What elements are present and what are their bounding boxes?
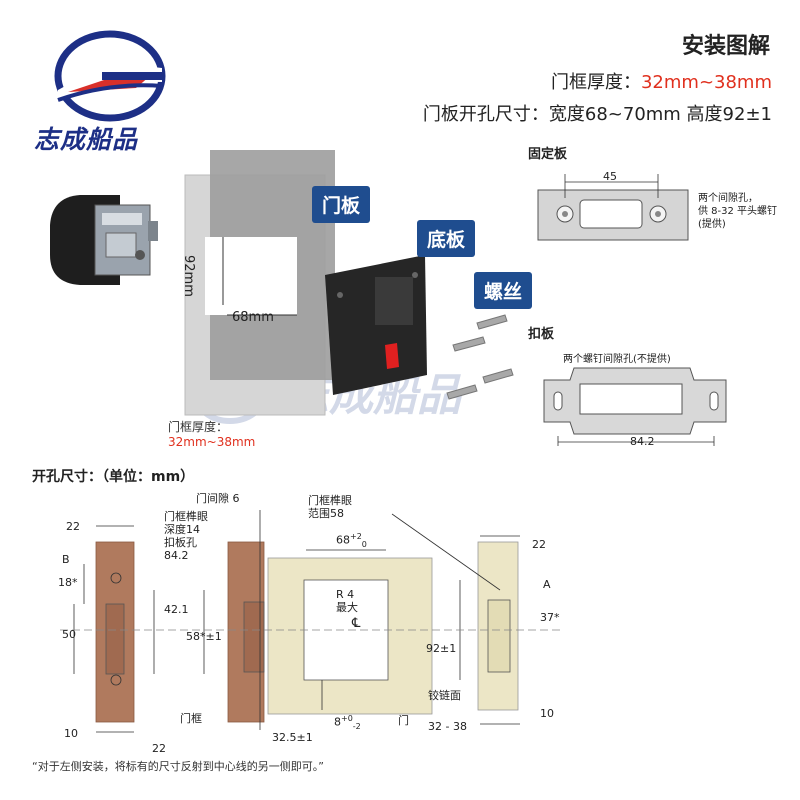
dim-68-value: 68 bbox=[336, 533, 350, 547]
label-door-gap: 门间隙 6 bbox=[196, 492, 240, 505]
lock-product-image bbox=[50, 195, 158, 285]
cutout-size-line: 门板开孔尺寸：宽度68~70mm 高度92±1 bbox=[422, 104, 772, 125]
callout-base-plate: 底板 bbox=[417, 220, 476, 257]
dim-8-tol2: -2 bbox=[352, 721, 361, 731]
page-title: 安装图解 bbox=[681, 34, 770, 59]
mortise-depth-1: 门框榫眼 bbox=[164, 510, 208, 523]
mortise-range-label: 门框榫眼 范围58 bbox=[308, 494, 352, 520]
centerline-symbol: ℄ bbox=[352, 616, 361, 631]
dim-37: 37* bbox=[540, 611, 560, 624]
fixed-plate-dim: 45 bbox=[603, 170, 617, 183]
mortise-depth-label: 门框榫眼 深度14 扣板孔 84.2 bbox=[164, 510, 208, 562]
radius-max: 最大 bbox=[336, 601, 358, 614]
dim-92: 92±1 bbox=[426, 642, 457, 655]
fixed-plate-diagram bbox=[537, 174, 689, 241]
label-a: A bbox=[543, 578, 551, 591]
dim-68-tol2: 0 bbox=[361, 539, 367, 549]
dim-22-bottom: 22 bbox=[152, 742, 166, 755]
cutout-diagram bbox=[60, 510, 560, 733]
callout-door-panel: 门板 bbox=[312, 186, 371, 223]
label-door-frame: 门框 bbox=[180, 712, 202, 725]
frame-thickness-value: 32mm~38mm bbox=[640, 72, 772, 93]
strike-plate-dim: 84.2 bbox=[630, 435, 655, 448]
fixed-plate-note-1: 两个间隙孔， bbox=[698, 193, 758, 204]
dim-10-right: 10 bbox=[540, 707, 554, 720]
strike-plate-diagram bbox=[543, 367, 727, 446]
mortise-depth-2: 深度14 bbox=[164, 523, 200, 536]
dim-50: 50 bbox=[62, 628, 76, 641]
dim-58: 58*±1 bbox=[186, 630, 222, 643]
strike-hole-2: 84.2 bbox=[164, 549, 189, 562]
radius-label: R 4 最大 bbox=[336, 588, 358, 614]
door-width-dim: 68mm bbox=[232, 310, 274, 325]
fixed-plate-note: 两个间隙孔， 供 8-32 平头螺钉 (提供) bbox=[698, 192, 777, 231]
footnote: “对于左侧安装，将标有的尺寸反射到中心线的另一侧即可。” bbox=[32, 760, 324, 773]
dim-32-38: 32 - 38 bbox=[428, 720, 467, 733]
frame-thickness-note-value: 32mm~38mm bbox=[168, 435, 256, 449]
fixed-plate-note-2: 供 8-32 平头螺钉 bbox=[698, 206, 778, 217]
fixed-plate-title: 固定板 bbox=[528, 147, 568, 162]
label-door: 门 bbox=[398, 714, 409, 727]
dim-32-5: 32.5±1 bbox=[272, 731, 313, 744]
logo-icon bbox=[54, 30, 166, 122]
label-b: B bbox=[62, 553, 70, 566]
door-height-dim: 92mm bbox=[181, 255, 196, 297]
radius-r4: R 4 bbox=[336, 588, 355, 601]
dim-8-tol: +0 bbox=[341, 714, 353, 723]
fixed-plate-note-3: (提供) bbox=[698, 219, 726, 230]
dim-18: 18* bbox=[58, 576, 78, 589]
dim-8: 8+0-2 bbox=[334, 714, 361, 731]
strike-plate-note: 两个螺钉间隙孔(不提供) bbox=[563, 354, 671, 365]
frame-thickness-label: 门框厚度： bbox=[550, 72, 641, 93]
dim-68-tol: +2 bbox=[350, 532, 362, 541]
strike-hole-1: 扣板孔 bbox=[164, 536, 197, 549]
frame-thickness-note: 门框厚度： 32mm~38mm bbox=[168, 418, 255, 449]
dim-68: 68+20 bbox=[336, 532, 367, 549]
dim-22-right: 22 bbox=[532, 538, 546, 551]
mortise-range-1: 门框榫眼 bbox=[308, 494, 352, 507]
dim-10: 10 bbox=[64, 727, 78, 740]
frame-thickness-line: 门框厚度：32mm~38mm bbox=[551, 68, 772, 94]
strike-plate-title: 扣板 bbox=[528, 327, 555, 342]
cutout-section-title: 开孔尺寸：（单位：mm） bbox=[32, 469, 195, 485]
label-hinge-face: 铰链面 bbox=[428, 689, 461, 702]
dim-22-top: 22 bbox=[66, 520, 80, 533]
brand-name: 志成船品 bbox=[34, 125, 139, 154]
dim-8-value: 8 bbox=[334, 715, 341, 729]
frame-thickness-note-label: 门框厚度： bbox=[168, 420, 229, 434]
callout-screws: 螺丝 bbox=[474, 272, 533, 309]
dim-42-1: 42.1 bbox=[164, 603, 189, 616]
mortise-range-2: 范围58 bbox=[308, 507, 344, 520]
